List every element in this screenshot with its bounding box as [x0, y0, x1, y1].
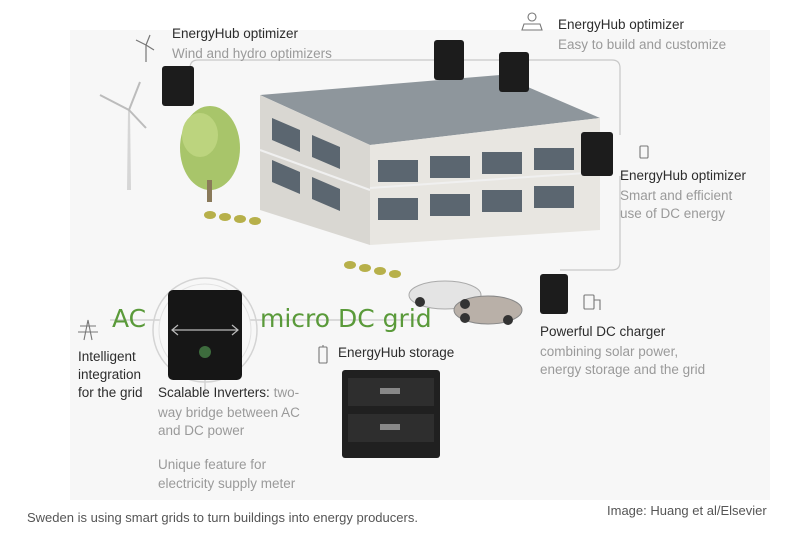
solar-panel-icon: [521, 12, 543, 31]
inverter-title: Scalable Inverters:: [158, 385, 270, 400]
charger-icon: [583, 294, 601, 310]
charger-subtitle-1: combining solar power,: [540, 344, 679, 359]
grid-integration-line-3: for the grid: [78, 385, 143, 400]
storage-title: EnergyHub storage: [338, 345, 455, 360]
optimizer-build-subtitle: Easy to build and customize: [558, 37, 727, 52]
optimizer-unit: [581, 132, 613, 176]
tree: [180, 106, 240, 202]
charger-unit: [540, 274, 568, 314]
wind-turbine-icon: [135, 34, 155, 62]
inverter-title-row: Scalable Inverters: two-: [158, 385, 299, 400]
optimizer-devices: [162, 40, 613, 314]
grid-integration-line-2: integration: [78, 367, 142, 382]
unique-feature-line-1: Unique feature for: [158, 457, 267, 472]
unique-feature-line-2: electricity supply meter: [158, 476, 296, 491]
energy-storage-rack: [342, 370, 440, 458]
ac-label: AC: [112, 304, 147, 333]
micro-dc-grid-label: micro DC grid: [260, 304, 432, 333]
charger-title: Powerful DC charger: [540, 324, 666, 339]
apartment-building: [259, 75, 601, 245]
inverter-subtitle-3: and DC power: [158, 423, 245, 438]
optimizer-build-title: EnergyHub optimizer: [558, 17, 685, 32]
optimizer-smart-subtitle-2: use of DC energy: [620, 206, 726, 221]
optimizer-smart-title: EnergyHub optimizer: [620, 168, 747, 183]
hedges: [204, 211, 401, 278]
inverter-subtitle-2: way bridge between AC: [158, 405, 300, 420]
optimizer-wind-subtitle: Wind and hydro optimizers: [172, 46, 332, 61]
connection-lines: [110, 59, 621, 392]
optimizer-smart-subtitle-1: Smart and efficient: [620, 188, 733, 203]
inverter: [152, 277, 258, 383]
inverter-subtitle-1: two-: [269, 385, 300, 400]
figure-caption: Sweden is using smart grids to turn buil…: [27, 510, 418, 525]
grid-integration-line-1: Intelligent: [78, 349, 136, 364]
optimizer-icon: [639, 145, 649, 159]
battery-icon: [318, 345, 328, 364]
image-credit: Image: Huang et al/Elsevier: [607, 503, 767, 518]
wind-turbine: [99, 81, 147, 190]
electric-cars: [408, 280, 523, 325]
optimizer-unit: [162, 66, 194, 106]
optimizer-wind-title: EnergyHub optimizer: [172, 26, 299, 41]
optimizer-unit: [499, 52, 529, 92]
charger-subtitle-2: energy storage and the grid: [540, 362, 706, 377]
optimizer-unit: [434, 40, 464, 80]
transmission-tower-icon: [78, 319, 98, 341]
